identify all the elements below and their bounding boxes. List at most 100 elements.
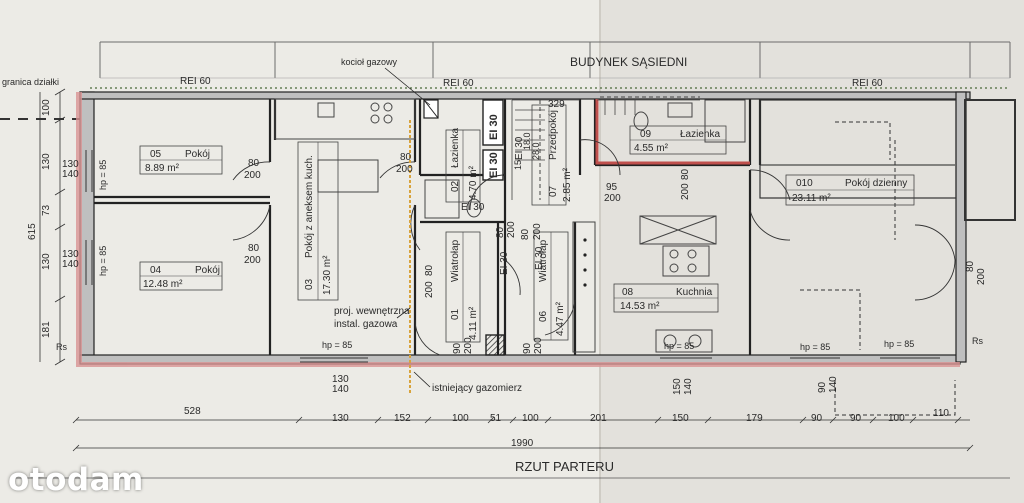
door-5-h: 200 — [532, 223, 543, 240]
room-03-label: Pokój z aneksem kuch. 03 17.30 m² — [297, 141, 339, 301]
room-03-num: 03 — [304, 278, 315, 290]
level-rs-2: Rs — [972, 336, 983, 346]
ei-label-4: EI 30 — [499, 251, 510, 275]
room-02-num: 02 — [450, 180, 461, 192]
win-13-w: 90 — [817, 381, 828, 393]
ei-label-2: EI 30 — [488, 152, 500, 178]
dim-b-10: 100 — [888, 413, 905, 424]
win-15-h: 140 — [62, 169, 79, 180]
door-8-h: 200 — [463, 337, 474, 354]
door-3-w: 80 — [400, 152, 412, 163]
neighbor-building — [99, 41, 1011, 79]
room-010-upper-outline — [759, 99, 957, 199]
dim-b-4: 100 — [522, 413, 539, 424]
room-09-label: 09 Łazienka 4.55 m² — [629, 125, 727, 155]
room-04-name: Pokój — [195, 265, 220, 276]
door-2-h: 200 — [244, 255, 261, 266]
dim-left-1: 130 — [41, 153, 52, 170]
room-05-label: 05 Pokój 8.89 m² — [139, 145, 223, 175]
sill-4: hp = 85 — [664, 341, 694, 351]
dim-left-0: 100 — [41, 99, 52, 116]
kitchen-dots — [583, 238, 587, 287]
win-13-h: 140 — [828, 376, 839, 393]
gas-meter-callout: istniejący gazomierz — [432, 383, 522, 394]
gas-install-line1: proj. wewnętrzna — [334, 306, 410, 317]
sill-5: hp = 85 — [800, 342, 830, 352]
dim-b-5: 201 — [590, 413, 607, 424]
boiler-callout: kocioł gazowy — [341, 57, 398, 67]
door-11-w: 80 — [495, 226, 506, 238]
dim-b-6: 150 — [672, 413, 689, 424]
shafts — [482, 99, 505, 356]
gas-install-line2: instal. gazowa — [334, 319, 398, 330]
gas-install-leader — [396, 307, 411, 319]
room-07-label: Przedpokój 07 2.85 m² — [531, 104, 573, 206]
boiler — [423, 99, 439, 119]
room-05-area: 8.89 m² — [145, 163, 180, 174]
room-06-num: 06 — [538, 310, 549, 322]
door-1-h: 200 — [244, 170, 261, 181]
door-8-w: 90 — [452, 342, 463, 354]
room-09-num: 09 — [640, 129, 652, 140]
watermark-logo: otodam — [8, 462, 144, 498]
room-03-area: 17.30 m² — [322, 255, 333, 295]
door-5-w: 80 — [520, 228, 531, 240]
door-9-h: 200 — [533, 337, 544, 354]
room-03-name: Pokój z aneksem kuch. — [304, 155, 315, 258]
room-010-name: Pokój dzienny — [845, 178, 907, 189]
room-04-label: 04 Pokój 12.48 m² — [139, 261, 223, 291]
bottom-windows — [300, 357, 940, 363]
dim-b-11: 110 — [933, 408, 949, 419]
room-04-area: 12.48 m² — [143, 279, 183, 290]
door-2-w: 80 — [248, 243, 260, 254]
door-3-h: 200 — [396, 164, 413, 175]
room-010-area: 23.11 m² — [792, 193, 831, 204]
ei-label-5: EI 30 — [514, 136, 525, 160]
rei-left: REI 60 — [180, 76, 211, 87]
win-15-w: 130 — [62, 159, 79, 170]
door-6-h: 200 — [604, 193, 621, 204]
sill-labels: hp = 85 hp = 85 hp = 85 hp = 85 hp = 85 … — [98, 160, 914, 352]
left-dimensions — [39, 88, 66, 366]
door-11-h: 200 — [506, 221, 517, 238]
level-rs-1: Rs — [56, 342, 67, 352]
win-16-w: 130 — [62, 249, 79, 260]
room-05-name: Pokój — [185, 149, 210, 160]
dim-b-2: 100 — [452, 413, 469, 424]
room-04-num: 04 — [150, 265, 162, 276]
room-07-area: 2.85 m² — [562, 167, 573, 202]
ei-label-6: EI 30 — [534, 246, 545, 270]
door-labels: 80 200 80 200 80 200 80 200 80 200 95 20… — [62, 152, 987, 395]
room-02-name: Łazienka — [450, 128, 461, 168]
win-12-h: 140 — [683, 378, 694, 395]
ei-label-1: EI 30 — [488, 114, 500, 140]
sill-3: hp = 85 — [322, 340, 352, 350]
room-010-num: 010 — [796, 178, 813, 189]
room-07-name: Przedpokój — [548, 110, 559, 160]
bathroom-02-fixtures — [424, 179, 482, 219]
room-09-area: 4.55 m² — [634, 143, 669, 154]
left-windows — [85, 150, 93, 285]
room-01-area: 4.11 m² — [468, 306, 479, 340]
door-4-h: 200 — [424, 281, 435, 298]
room-08-num: 08 — [622, 287, 634, 298]
facade-insulation — [76, 92, 960, 367]
room-08-label: 08 Kuchnia 14.53 m² — [613, 283, 719, 313]
room-02-area: 4.70 m² — [468, 165, 479, 200]
door-6-w: 95 — [606, 182, 618, 193]
rei-mid: REI 60 — [443, 78, 474, 89]
room-010-label: 010 Pokój dzienny 23.11 m² — [785, 174, 915, 206]
neighbor-label: BUDYNEK SĄSIEDNI — [570, 55, 687, 69]
room-06-area: 4.47 m² — [555, 301, 566, 336]
dim-b-3: 51 — [490, 413, 502, 424]
dim-b-9: 90 — [850, 413, 862, 424]
dim-bottom-total: 1990 — [511, 438, 534, 449]
bathroom-09-wall-highlight — [595, 99, 750, 165]
sill-1: hp = 85 — [98, 160, 108, 190]
room-06-name: Wiatrołap — [538, 239, 549, 282]
drawing-title: RZUT PARTERU — [515, 459, 614, 474]
win-14-w: 130 — [332, 374, 349, 385]
rei-right: REI 60 — [852, 78, 883, 89]
dim-b-7: 179 — [746, 413, 763, 424]
